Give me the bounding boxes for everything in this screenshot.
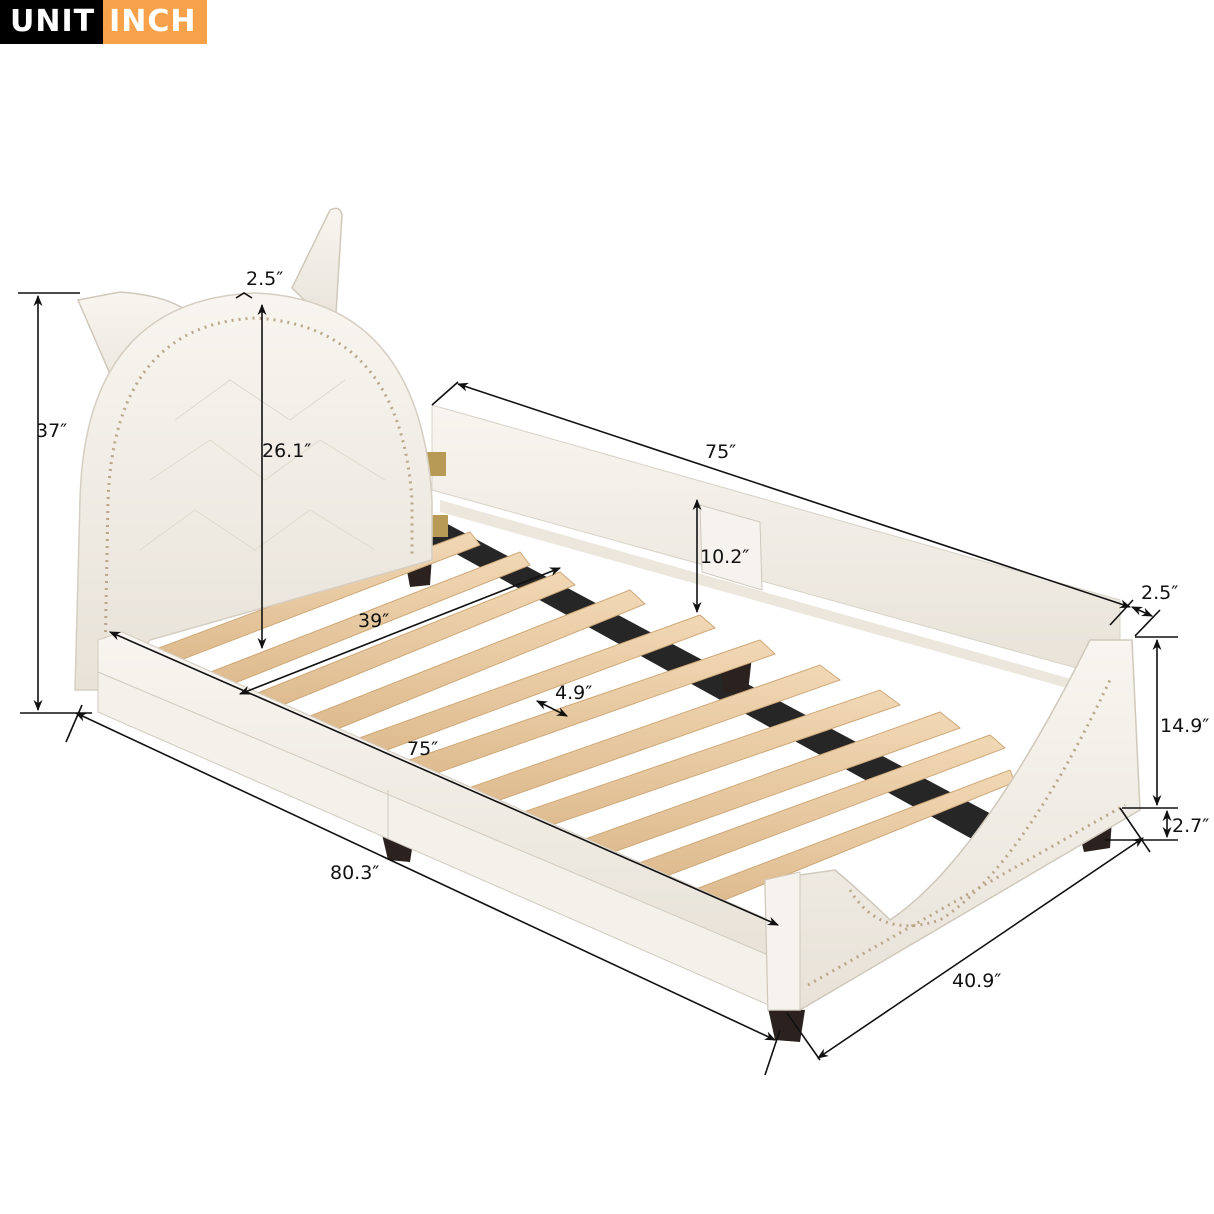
dim-overall-length: 80.3″ xyxy=(330,862,380,884)
dim-slat-gap: 4.9″ xyxy=(555,682,593,704)
dim-inner-length: 75″ xyxy=(407,738,439,760)
unit-label: UNIT xyxy=(0,0,104,44)
unit-badge: UNIT INCH xyxy=(0,0,207,44)
dim-footboard-thickness: 2.5″ xyxy=(1141,582,1179,604)
headboard xyxy=(74,207,433,691)
dim-leg-height: 2.7″ xyxy=(1172,815,1210,837)
hinge xyxy=(428,515,448,537)
dim-side-rail-length: 75″ xyxy=(705,441,737,463)
dimension-lines xyxy=(18,292,1178,1076)
dim-headboard-frame-width: 2.5″ xyxy=(246,268,284,290)
dim-overall-height: 37″ xyxy=(36,420,68,442)
dim-side-rail-height: 10.2″ xyxy=(700,546,750,568)
center-support-rail xyxy=(130,520,1040,860)
dim-headboard-inner-height: 26.1″ xyxy=(262,440,312,462)
unit-value: INCH xyxy=(103,0,207,44)
dim-footboard-height: 14.9″ xyxy=(1160,715,1210,737)
back-side-rail xyxy=(424,404,1121,700)
dim-overall-width: 40.9″ xyxy=(952,970,1002,992)
dim-slat-width: 39″ xyxy=(358,610,390,632)
